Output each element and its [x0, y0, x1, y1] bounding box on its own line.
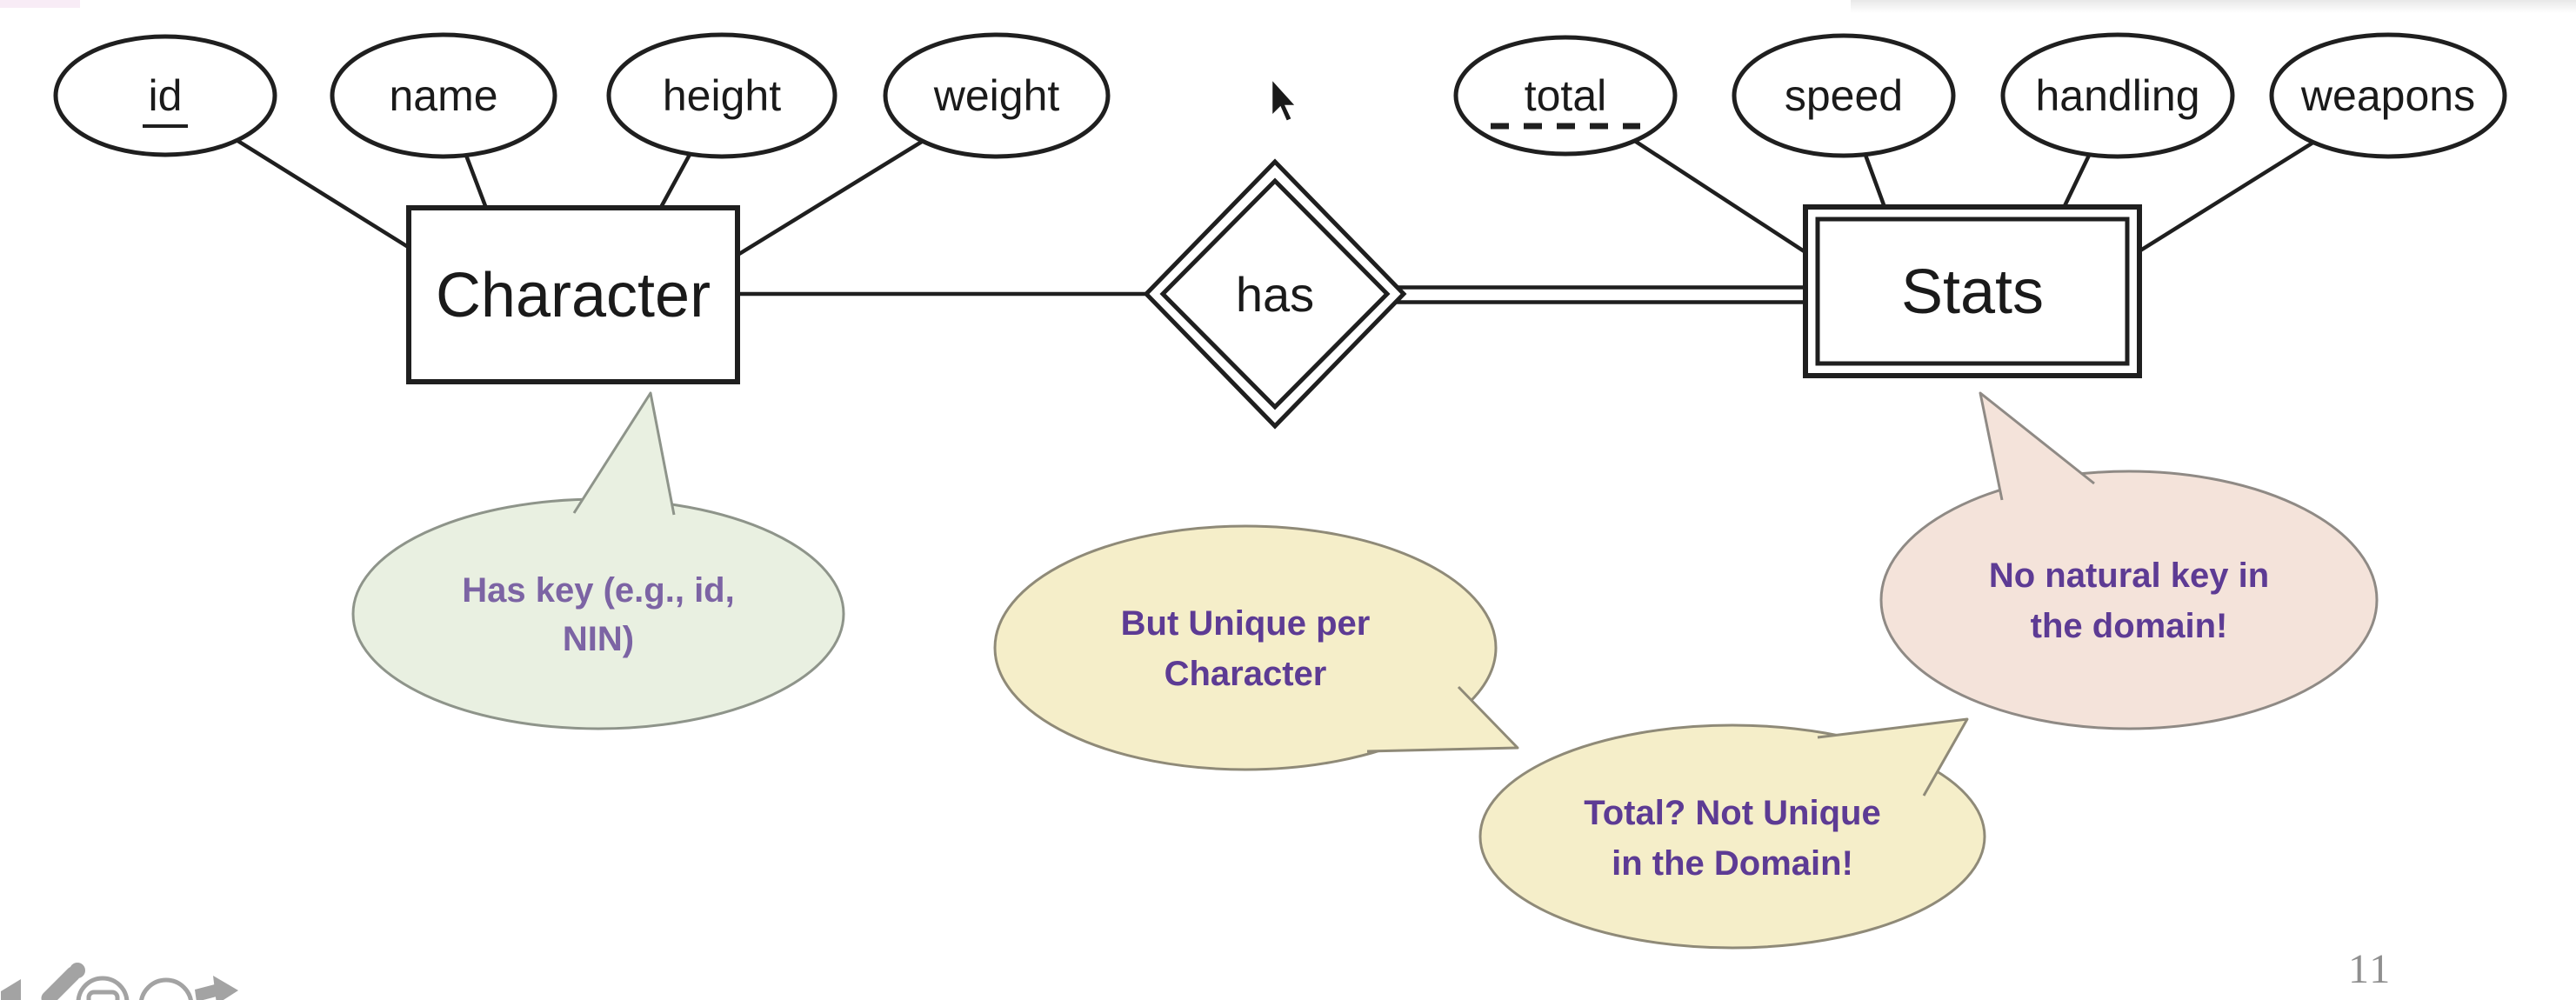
- attribute-speed: speed: [1732, 33, 1956, 158]
- entity-character-box: [406, 205, 740, 384]
- callout-has-key: Has key (e.g., id, NIN): [351, 391, 845, 730]
- callout-but-unique-line2: Character: [1165, 655, 1327, 693]
- callout-total-not-unique-tail: [1817, 717, 1969, 797]
- pen-icon[interactable]: [41, 963, 85, 1000]
- attribute-name: name: [330, 32, 557, 159]
- slide-page-number: 11: [2348, 946, 2392, 992]
- callout-total-not-unique-bubble: [1478, 723, 1986, 950]
- attribute-name-label: name: [389, 71, 497, 120]
- next-arrow-icon[interactable]: [195, 976, 238, 1000]
- relationship-has: has: [1143, 158, 1407, 430]
- relationship-has-label: has: [1236, 267, 1314, 322]
- attribute-speed-label: speed: [1785, 71, 1903, 120]
- navigate-icon[interactable]: [139, 977, 193, 1000]
- entity-stats-inner-box: [1815, 217, 2130, 366]
- callout-has-key-tail: [572, 391, 676, 516]
- callout-total-not-unique: Total? Not Unique in the Domain!: [1478, 717, 1986, 950]
- attribute-height-ellipse: [606, 32, 838, 159]
- entity-character: Character: [406, 205, 740, 384]
- entity-stats: Stats: [1803, 204, 2142, 378]
- callout-but-unique-tail: [1366, 685, 1519, 753]
- attribute-height-label: height: [663, 71, 781, 120]
- callout-no-natural-key-line2: the domain!: [2031, 607, 2228, 645]
- attribute-total: total: [1453, 35, 1678, 157]
- entity-stats-label: Stats: [1901, 257, 2044, 327]
- presenter-toolbar: [1, 963, 238, 1000]
- back-arrow-icon[interactable]: [1, 979, 21, 1000]
- callout-no-natural-key-line1: No natural key in: [1989, 557, 2269, 595]
- mouse-cursor-icon: [1270, 75, 1299, 123]
- callout-no-natural-key: No natural key in the domain!: [1879, 391, 2379, 730]
- attribute-total-ellipse: [1453, 35, 1678, 157]
- attribute-weapons: weapons: [2269, 32, 2507, 159]
- attribute-name-ellipse: [330, 32, 557, 159]
- callout-but-unique-bubble: [993, 524, 1498, 771]
- attribute-weight-label: weight: [933, 71, 1060, 120]
- callout-total-not-unique-line1: Total? Not Unique: [1584, 794, 1880, 832]
- video-overlay-strip: [1851, 0, 2576, 13]
- attribute-id-ellipse: [53, 34, 277, 157]
- attribute-handling-ellipse: [2000, 32, 2235, 159]
- relationship-has-outer-diamond: [1143, 158, 1407, 430]
- attribute-weight: weight: [883, 32, 1111, 159]
- callout-total-not-unique-line2: in the Domain!: [1612, 844, 1853, 883]
- callout-but-unique-line1: But Unique per: [1121, 604, 1371, 643]
- callout-no-natural-key-bubble: [1879, 470, 2379, 730]
- attribute-id: id: [53, 34, 277, 157]
- relationship-has-inner-diamond: [1159, 177, 1391, 410]
- attribute-id-label: id: [149, 71, 183, 120]
- attribute-weapons-ellipse: [2269, 32, 2507, 159]
- attribute-weapons-label: weapons: [2300, 71, 2475, 120]
- corner-artifact: [0, 0, 80, 8]
- annotate-icon[interactable]: [76, 976, 130, 1000]
- attribute-height: height: [606, 32, 838, 159]
- callout-has-key-bubble: [351, 497, 845, 730]
- entity-character-label: Character: [436, 261, 711, 330]
- callout-but-unique: But Unique per Character: [993, 524, 1519, 771]
- callout-has-key-line2: NIN): [563, 620, 634, 658]
- attribute-total-label: total: [1525, 71, 1607, 120]
- callout-no-natural-key-tail: [1979, 391, 2095, 501]
- entity-stats-outer-box: [1803, 204, 2142, 378]
- attribute-speed-ellipse: [1732, 33, 1956, 158]
- callout-has-key-line1: Has key (e.g., id,: [462, 571, 734, 610]
- attribute-handling-label: handling: [2035, 71, 2199, 120]
- attribute-handling: handling: [2000, 32, 2235, 159]
- attribute-weight-ellipse: [883, 32, 1111, 159]
